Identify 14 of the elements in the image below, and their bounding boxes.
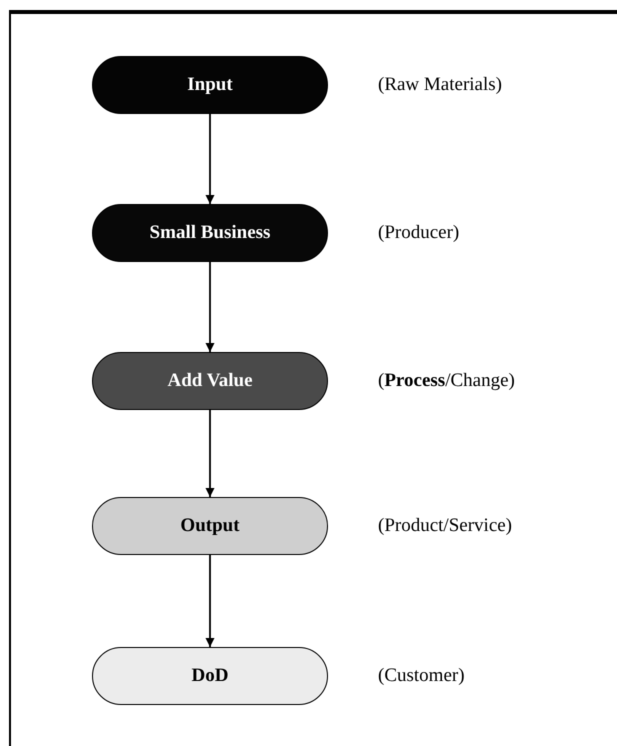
process-pill: Add Value	[92, 352, 328, 410]
process-pill: DoD	[92, 647, 328, 705]
arrow	[206, 555, 214, 647]
arrow	[206, 410, 214, 497]
process-pill: Input	[92, 56, 328, 114]
arrow	[206, 262, 214, 352]
process-pill: Small Business	[92, 204, 328, 262]
side-note: (Product/Service)	[378, 515, 512, 537]
side-note: (Process/Change)	[378, 370, 515, 392]
side-note: (Producer)	[378, 222, 460, 244]
side-note: (Customer)	[378, 665, 465, 687]
side-note: (Raw Materials)	[378, 74, 502, 96]
process-pill: Output	[92, 497, 328, 555]
arrow	[206, 114, 214, 204]
